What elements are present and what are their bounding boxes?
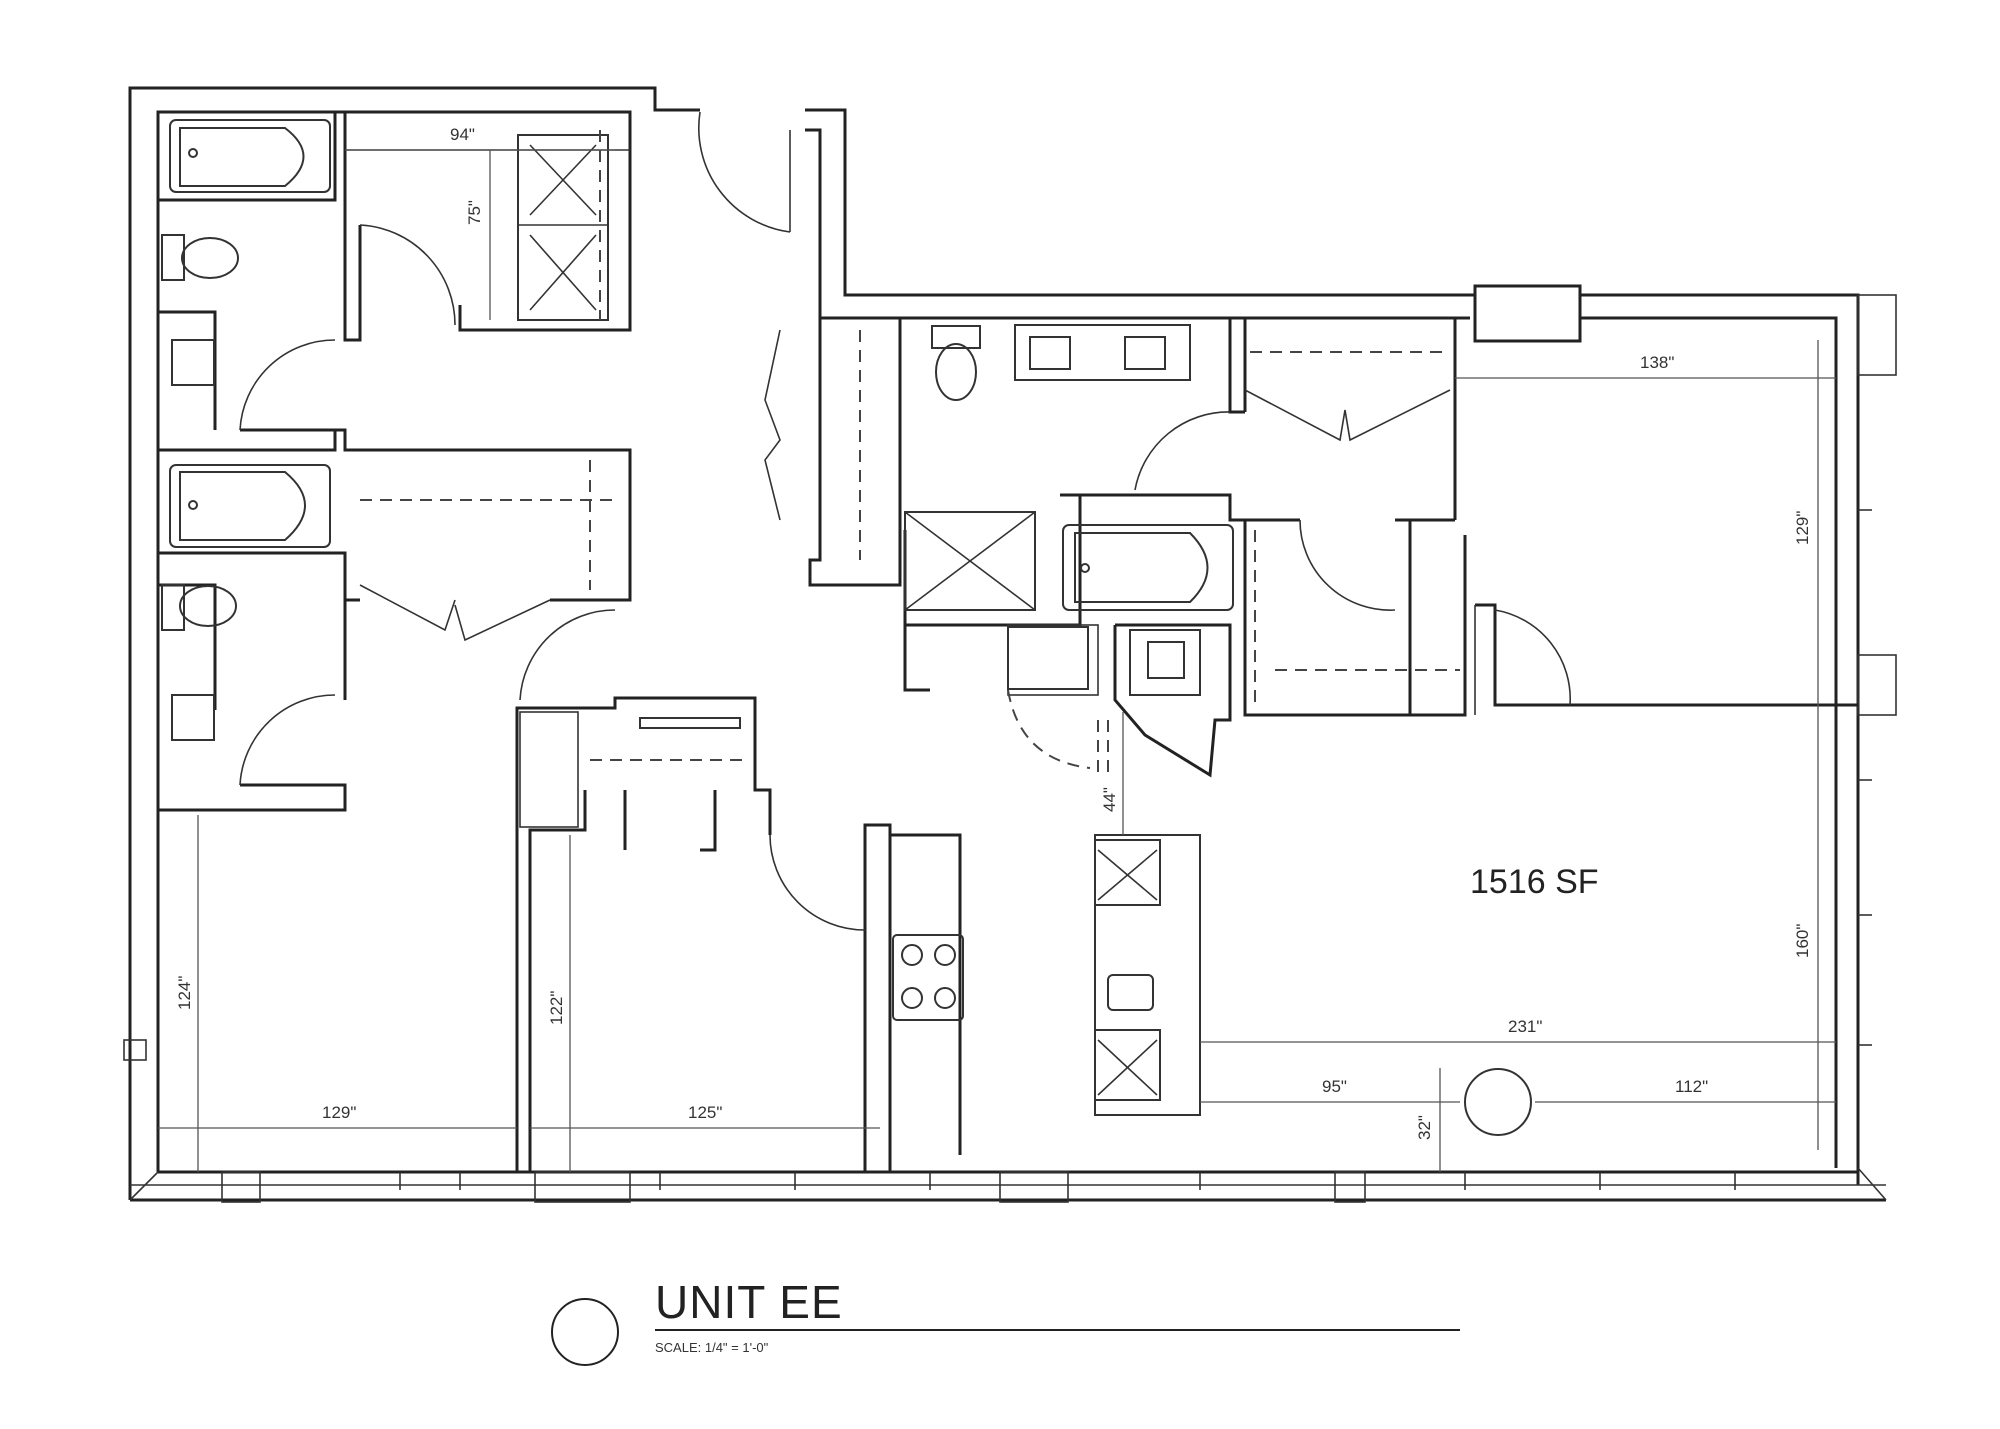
- area-label: 1516 SF: [1470, 863, 1599, 901]
- sink-2: [171, 694, 215, 741]
- dim-closet-width: 94": [450, 125, 475, 144]
- kitchen-sink: [1107, 974, 1154, 1011]
- unit-title: UNIT EE: [655, 1276, 843, 1328]
- bathtub-2: [169, 464, 331, 548]
- kitchen-island: [1094, 834, 1201, 1116]
- dim-living-height: 160": [1793, 924, 1812, 958]
- dim-master-height: 129": [1793, 511, 1812, 545]
- title-circle-icon: [551, 1298, 619, 1366]
- toilet-2: [161, 584, 237, 631]
- dim-column-right: 112": [1675, 1077, 1708, 1096]
- dim-bed2-height: 124": [175, 976, 194, 1010]
- toilet-master: [931, 325, 981, 401]
- column: [1464, 1068, 1532, 1136]
- toilet-1: [161, 234, 239, 281]
- double-vanity: [1014, 324, 1191, 381]
- dim-hall-gap: 44": [1100, 787, 1119, 812]
- range: [892, 934, 964, 1021]
- dimension-lines: [158, 149, 1836, 1172]
- dim-closet-depth: 75": [465, 200, 484, 225]
- sink-1: [171, 339, 215, 386]
- dim-living-width: 231": [1508, 1017, 1542, 1036]
- refrigerator: [1007, 626, 1089, 690]
- fixtures: [161, 119, 1532, 1136]
- dim-master-width: 138": [1640, 353, 1674, 372]
- appliance: [1129, 629, 1201, 696]
- scale-label: SCALE: 1/4" = 1'-0": [655, 1340, 769, 1355]
- dim-column-left: 95": [1322, 1077, 1347, 1096]
- shelf-lines: [360, 130, 1460, 775]
- interior-walls: [158, 110, 1858, 1172]
- title-block: UNIT EE SCALE: 1/4" = 1'-0": [551, 1276, 1460, 1366]
- dim-column-offset: 32": [1415, 1115, 1434, 1140]
- dim-bed3-width: 125": [688, 1103, 722, 1122]
- bathtub-1: [169, 119, 331, 193]
- bathtub-master: [1062, 524, 1234, 611]
- exterior-walls: [123, 86, 1897, 1203]
- shower: [904, 511, 1036, 611]
- doors: [239, 111, 1572, 931]
- dim-bed3-height: 122": [547, 991, 566, 1025]
- dim-bed2-width: 129": [322, 1103, 356, 1122]
- washer-dryer: [517, 134, 609, 321]
